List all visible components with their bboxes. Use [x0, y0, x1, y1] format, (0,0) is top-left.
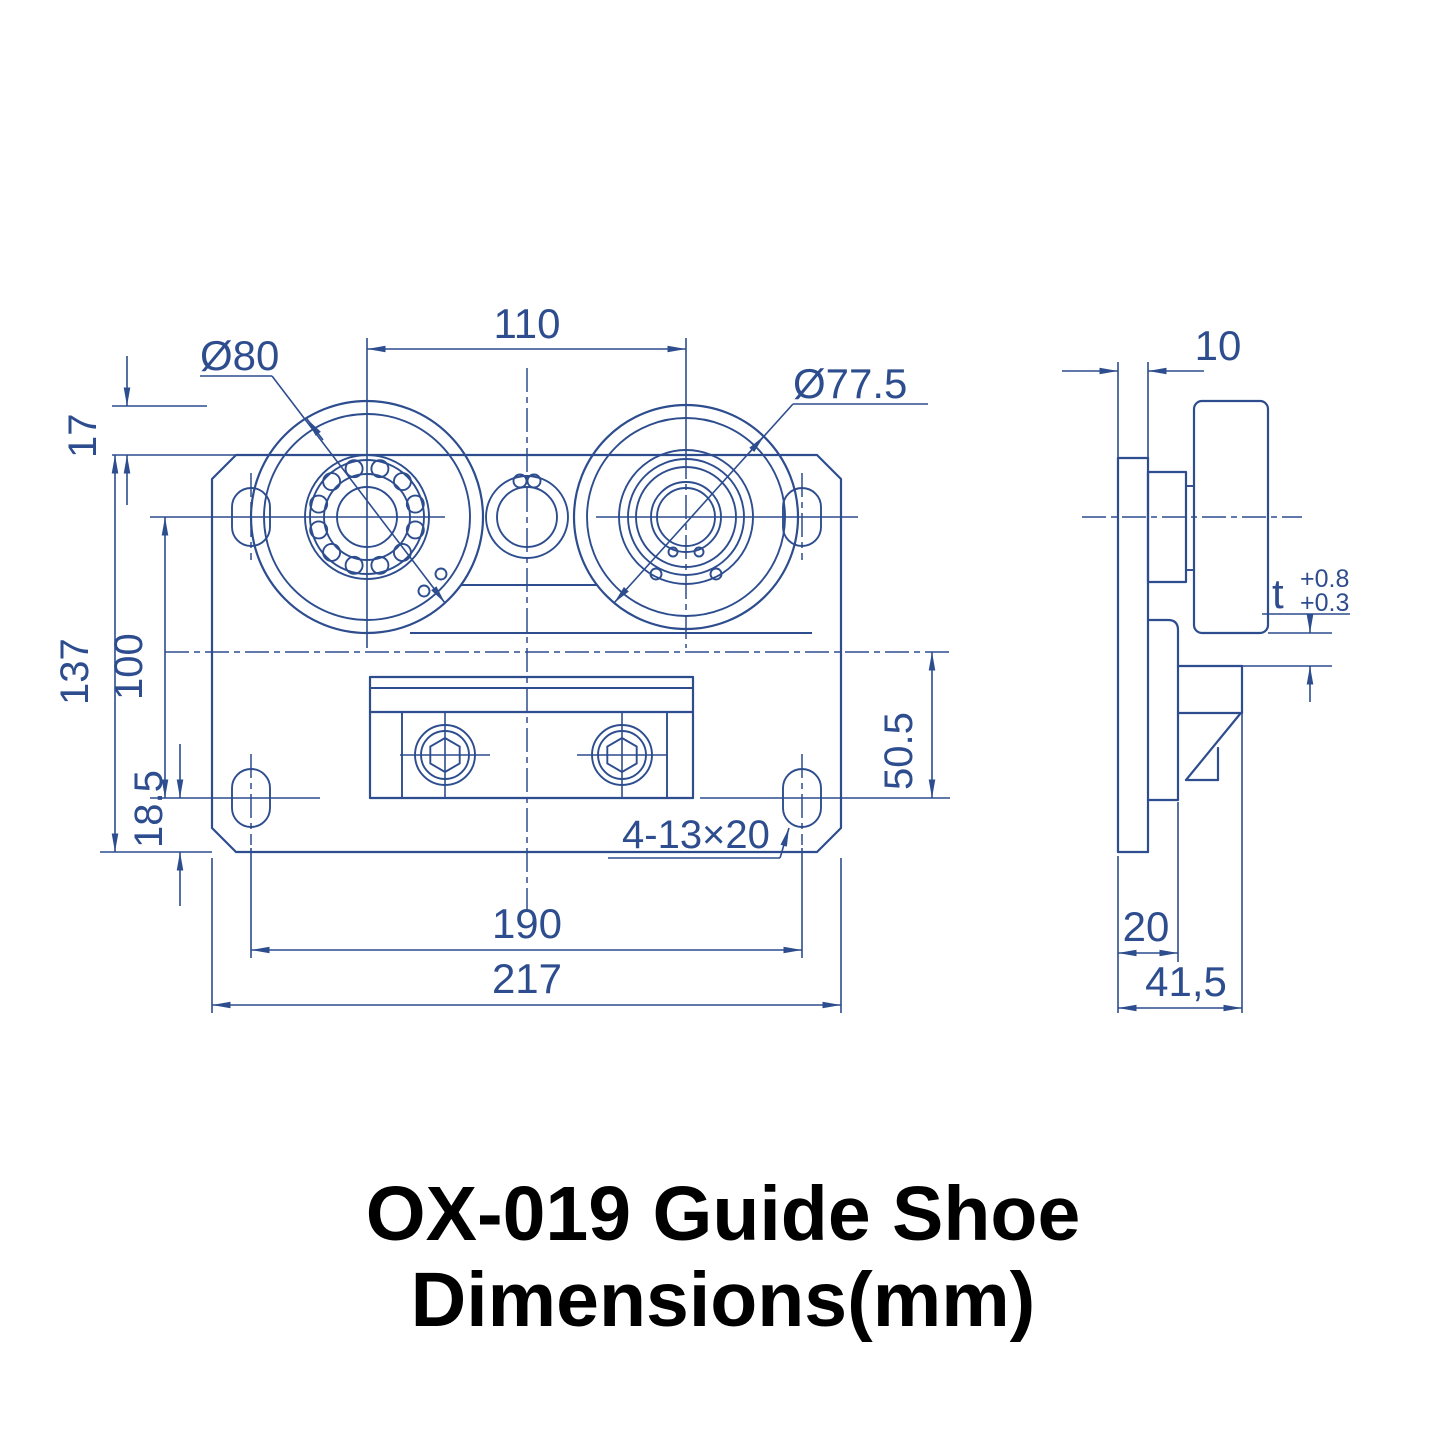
dim-20: 20	[1118, 903, 1178, 957]
seal-rivet	[417, 584, 431, 598]
centerlines	[150, 338, 950, 910]
seal-rivet	[709, 567, 723, 581]
dim-50-5: 50.5	[700, 652, 950, 799]
dim-rail-gap: t +0.8 +0.3	[1262, 565, 1350, 702]
dim-label-plate-height: 137	[53, 638, 97, 705]
drawing-title-line1: OX-019 Guide Shoe	[366, 1171, 1081, 1257]
socket-bolt-left	[400, 713, 490, 797]
dim-17: 17	[61, 356, 240, 505]
seal-rivet	[649, 567, 663, 581]
drawing-title-line2: Dimensions(mm)	[411, 1257, 1036, 1343]
dim-label-overall-depth: 41,5	[1145, 958, 1227, 1005]
center-snap-ring	[485, 473, 569, 559]
dim-label-rail-gap-tol-upper: +0.8	[1300, 565, 1349, 593]
circlip-tab	[667, 546, 679, 558]
dim-41-5: 41,5	[1118, 958, 1242, 1012]
gusset	[1184, 712, 1242, 782]
title-block: OX-019 Guide Shoe Dimensions(mm)	[366, 1171, 1081, 1343]
dim-label-boss-depth: 20	[1123, 903, 1170, 950]
mounting-plate-outline	[210, 453, 843, 854]
dim-dia77-5: Ø77.5	[613, 360, 928, 604]
dim-190: 190	[250, 848, 803, 958]
socket-bolt-right	[577, 713, 667, 797]
side-hub	[1146, 470, 1188, 584]
dim-label-right-roller-dia: Ø77.5	[793, 360, 907, 407]
dim-10: 10	[1062, 322, 1242, 375]
lower-bracket	[368, 675, 695, 800]
dim-label-plate-width: 217	[492, 955, 562, 1002]
side-boss	[1146, 618, 1180, 802]
snap-ring-ear	[512, 473, 528, 489]
snap-ring-ear	[526, 473, 542, 489]
dim-label-rail-gap: t	[1272, 570, 1284, 617]
dim-dia80: Ø80	[200, 332, 446, 604]
dim-label-center-to-bracket: 50.5	[877, 712, 921, 790]
side-plate	[1116, 362, 1150, 854]
circlip-tab	[693, 546, 705, 558]
dim-110: 110	[367, 300, 686, 353]
dim-label-rail-gap-tol-lower: +0.3	[1300, 589, 1349, 617]
dim-slot-spec: 4-13×20	[608, 813, 790, 859]
dim-label-plate-thickness: 10	[1195, 322, 1242, 369]
dim-137: 137	[53, 455, 212, 853]
dim-label-left-roller-dia: Ø80	[200, 332, 279, 379]
dim-label-roller-overhang: 17	[61, 414, 105, 459]
dim-label-slot-row-spacing: 100	[107, 633, 151, 700]
dim-label-slot-spacing: 190	[492, 900, 562, 947]
right-roller	[572, 403, 800, 631]
front-view: 110 Ø80 Ø77.5 17 137	[53, 300, 950, 1013]
dim-label-bottom-slot-offset: 18.5	[127, 770, 171, 848]
dim-18-5: 18.5	[127, 744, 184, 906]
dim-217: 217	[211, 858, 842, 1013]
bearing-balls	[309, 459, 425, 575]
seal-rivet	[434, 567, 448, 581]
dim-label-slot-spec: 4-13×20	[622, 813, 770, 857]
side-washer	[1185, 485, 1195, 571]
dim-label-roller-spacing: 110	[494, 300, 561, 347]
side-view: 10 t +0.8 +0.3 20 41,5	[1062, 322, 1350, 1013]
dim-100: 100	[107, 517, 320, 799]
